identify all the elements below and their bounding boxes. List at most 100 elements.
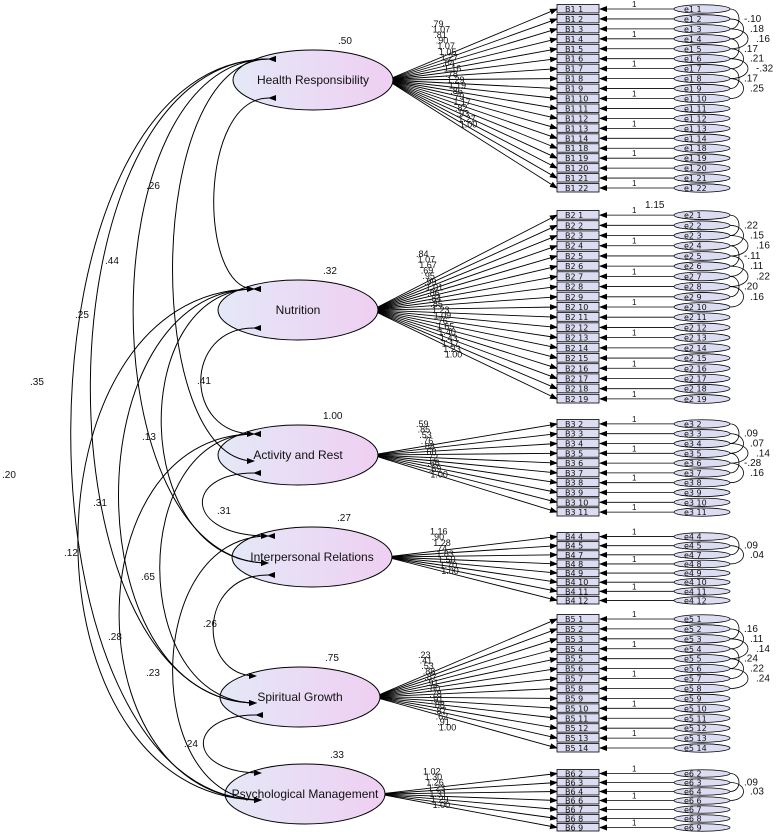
observed-indicator-label: B6 4 bbox=[565, 788, 583, 797]
error-term-ellipse bbox=[673, 787, 731, 796]
error-term-label: e1 21 bbox=[684, 174, 707, 183]
error-term-label: e4 5 bbox=[684, 542, 702, 551]
loading-path bbox=[386, 79, 558, 159]
error-term-label: e3 2 bbox=[684, 420, 702, 429]
loading-value: 1.29 bbox=[431, 794, 449, 804]
loading-value: 1.16 bbox=[430, 527, 448, 537]
loading-path bbox=[386, 37, 558, 81]
error-covariance-value: -.32 bbox=[756, 64, 774, 75]
error-term-label: e5 14 bbox=[684, 744, 707, 753]
error-path-weight: 1 bbox=[632, 819, 637, 828]
observed-indicator-label: B5 2 bbox=[565, 625, 583, 634]
error-term-label: e2 6 bbox=[684, 262, 702, 271]
loading-value: 1.30 bbox=[425, 772, 443, 782]
observed-indicator-label: B4 9 bbox=[565, 569, 583, 578]
observed-indicator-label: B3 7 bbox=[565, 469, 583, 478]
error-term-label: e4 10 bbox=[684, 578, 707, 587]
error-covariance-arc bbox=[729, 536, 740, 556]
error-term-label: e1 11 bbox=[684, 104, 707, 113]
loading-value: 1.27 bbox=[441, 52, 459, 62]
loading-value: 1.00 bbox=[439, 723, 457, 733]
error-term-label: e3 8 bbox=[684, 479, 702, 488]
error-term-label: e4 12 bbox=[684, 596, 707, 605]
error-term-ellipse bbox=[673, 230, 731, 241]
loading-path bbox=[371, 309, 558, 379]
error-covariance-value: -.10 bbox=[744, 14, 762, 25]
loading-value: .90 bbox=[436, 36, 449, 46]
error-term-ellipse bbox=[673, 419, 731, 429]
observed-indicator-label: B2 10 bbox=[565, 303, 588, 312]
loading-value: 1.17 bbox=[453, 97, 471, 107]
loading-path bbox=[373, 696, 558, 740]
observed-indicator-label: B1 18 bbox=[565, 144, 588, 153]
loading-path bbox=[373, 696, 558, 730]
factor-correlation-value: .26 bbox=[203, 619, 217, 630]
error-term-ellipse bbox=[673, 44, 731, 54]
factor-correlation-arc bbox=[201, 469, 269, 539]
observed-indicator-label: B1 12 bbox=[565, 114, 588, 123]
loading-value: 1.43 bbox=[440, 333, 458, 343]
error-term-label: e3 5 bbox=[684, 449, 702, 458]
factor-correlation-value: .41 bbox=[197, 376, 211, 387]
error-covariance-arc bbox=[729, 773, 740, 792]
loading-path bbox=[371, 284, 558, 311]
loading-path bbox=[386, 79, 558, 130]
loading-path bbox=[385, 556, 558, 576]
factor-correlation-value: .65 bbox=[141, 572, 155, 583]
observed-indicator-label: B1 2 bbox=[565, 15, 583, 24]
loading-value: .68 bbox=[424, 447, 437, 457]
error-covariance-value: .24 bbox=[756, 674, 770, 685]
loading-value: 1.00 bbox=[441, 566, 459, 576]
loading-path bbox=[378, 771, 558, 795]
error-path-weight: 1 bbox=[632, 610, 637, 619]
error-term-label: e1 8 bbox=[684, 75, 702, 84]
loading-value: 1.02 bbox=[423, 766, 441, 776]
error-covariance-arc bbox=[729, 265, 749, 287]
error-term-label: e1 14 bbox=[684, 134, 707, 143]
loading-value: .78 bbox=[445, 69, 458, 79]
observed-indicator-label: B2 19 bbox=[565, 395, 588, 404]
error-covariance-arc bbox=[729, 782, 744, 801]
error-covariance-arc bbox=[729, 48, 744, 70]
error-covariance-value: .22 bbox=[756, 271, 770, 282]
observed-indicator-label: B1 10 bbox=[565, 95, 588, 104]
loading-value: .78 bbox=[429, 689, 442, 699]
factor-correlation-arc bbox=[172, 55, 277, 464]
error-term-label: e5 2 bbox=[684, 625, 702, 634]
error-covariance-value: .15 bbox=[750, 231, 764, 242]
error-term-ellipse bbox=[673, 550, 731, 560]
observed-indicator-label: B6 9 bbox=[565, 824, 583, 833]
error-path-weight: 1 bbox=[632, 390, 637, 399]
loading-path bbox=[371, 274, 558, 311]
error-term-label: e2 11 bbox=[684, 313, 707, 322]
observed-indicator-label: B5 12 bbox=[565, 724, 588, 733]
loading-value: .99 bbox=[424, 277, 437, 287]
loading-path bbox=[371, 294, 558, 311]
loading-path bbox=[371, 255, 558, 311]
observed-indicator-label: B2 4 bbox=[565, 242, 583, 251]
error-term-label: e5 11 bbox=[684, 714, 707, 723]
loading-value: .84 bbox=[429, 294, 442, 304]
error-covariance-value: .03 bbox=[750, 787, 764, 798]
squared-multiple-correlation: .27 bbox=[337, 513, 351, 524]
error-term-label: e3 3 bbox=[684, 430, 702, 439]
error-covariance-arc bbox=[729, 443, 749, 464]
error-term-label: e2 18 bbox=[684, 385, 707, 394]
error-term-ellipse bbox=[673, 34, 731, 44]
loading-value: .69 bbox=[429, 464, 442, 474]
error-term-ellipse bbox=[673, 429, 731, 439]
observed-indicator-label: B1 8 bbox=[565, 75, 583, 84]
loading-path bbox=[385, 543, 558, 558]
error-term-ellipse bbox=[673, 73, 731, 84]
loading-path bbox=[373, 696, 558, 711]
loading-value: .79 bbox=[452, 92, 465, 102]
observed-indicator-label: B2 13 bbox=[565, 334, 588, 343]
factor-correlation-arc bbox=[132, 55, 277, 566]
loading-path bbox=[373, 676, 558, 698]
error-term-label: e4 11 bbox=[684, 587, 707, 596]
observed-indicator-label: B1 21 bbox=[565, 174, 588, 183]
observed-indicator-label: B1 13 bbox=[565, 124, 588, 133]
loading-value: 1.31 bbox=[429, 789, 447, 799]
squared-multiple-correlation: 1.00 bbox=[323, 411, 343, 422]
